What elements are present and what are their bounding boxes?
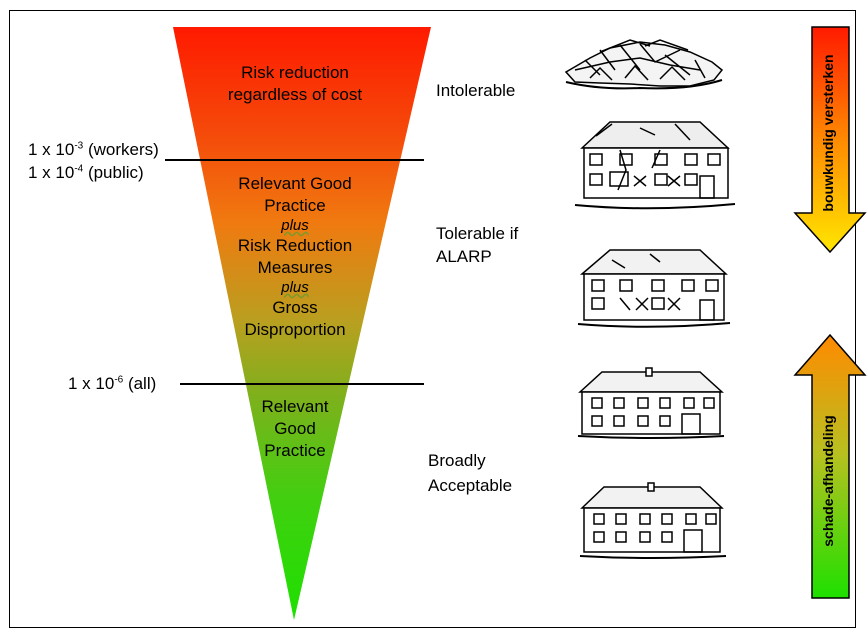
region-acceptable-line-1: Broadly	[428, 451, 486, 470]
threshold-workers-exp: -3	[74, 140, 84, 152]
threshold-all-base: 1 x 10	[68, 374, 115, 393]
zone-top-text: Risk reduction regardless of cost	[215, 62, 375, 106]
zone-bottom-line-2: Good	[274, 419, 316, 438]
arrow-down-label: bouwkundig versterken	[820, 54, 836, 212]
zone-mid-line-2: Practice	[264, 196, 326, 215]
zone-top-line-1: Risk reduction	[241, 63, 349, 82]
arrow-up-label: schade-afhandeling	[820, 415, 836, 547]
arrow-up-shape	[793, 333, 867, 599]
threshold-all-label: 1 x 10-6 (all)	[68, 373, 156, 395]
risk-triangle-shape	[173, 27, 431, 620]
threshold-all-suffix: (all)	[123, 374, 157, 393]
region-intolerable: Intolerable	[436, 81, 516, 100]
zone-bottom-line-3: Practice	[264, 441, 326, 460]
slightly-damaged-building-icon	[577, 367, 725, 439]
zone-mid-line-1: Relevant Good	[238, 174, 352, 193]
region-tolerable: Tolerable if ALARP	[436, 222, 518, 268]
threshold-workers-suffix: (workers)	[83, 140, 159, 159]
threshold-public-base: 1 x 10	[28, 163, 75, 182]
zone-mid-plus-1: plus	[281, 217, 309, 234]
threshold-public-label: 1 x 10-4 (public)	[28, 162, 144, 184]
intact-building-icon	[579, 482, 727, 559]
damaged-building-icon	[577, 249, 731, 328]
diagram-frame	[9, 10, 856, 628]
collapsed-building-icon	[564, 39, 724, 90]
threshold-public-exp: -4	[74, 163, 84, 175]
zone-top-line-2: regardless of cost	[227, 85, 363, 104]
zone-mid-line-6: Disproportion	[244, 320, 346, 339]
zone-mid-plus-2: plus	[281, 279, 309, 296]
zone-mid-line-3: Risk Reduction	[237, 236, 353, 255]
zone-bottom-text: Relevant Good Practice	[245, 396, 345, 462]
threshold-workers-label: 1 x 10-3 (workers)	[28, 139, 159, 161]
zone-bottom-line-1: Relevant	[261, 397, 329, 416]
threshold-workers-base: 1 x 10	[28, 140, 75, 159]
zone-mid-line-4: Measures	[257, 258, 333, 277]
arrow-down-shape	[793, 26, 867, 254]
threshold-public-suffix: (public)	[83, 163, 144, 182]
region-tolerable-line-2: ALARP	[436, 247, 492, 266]
zone-mid-text: Relevant Good Practice plus Risk Reducti…	[215, 173, 375, 341]
region-acceptable-line-2: Acceptable	[428, 476, 513, 495]
region-acceptable: Broadly Acceptable	[428, 448, 512, 498]
region-tolerable-line-1: Tolerable if	[436, 224, 519, 243]
heavily-damaged-building-icon	[574, 121, 736, 210]
threshold-all-exp: -6	[114, 374, 124, 386]
zone-mid-line-5: Gross	[272, 298, 318, 317]
